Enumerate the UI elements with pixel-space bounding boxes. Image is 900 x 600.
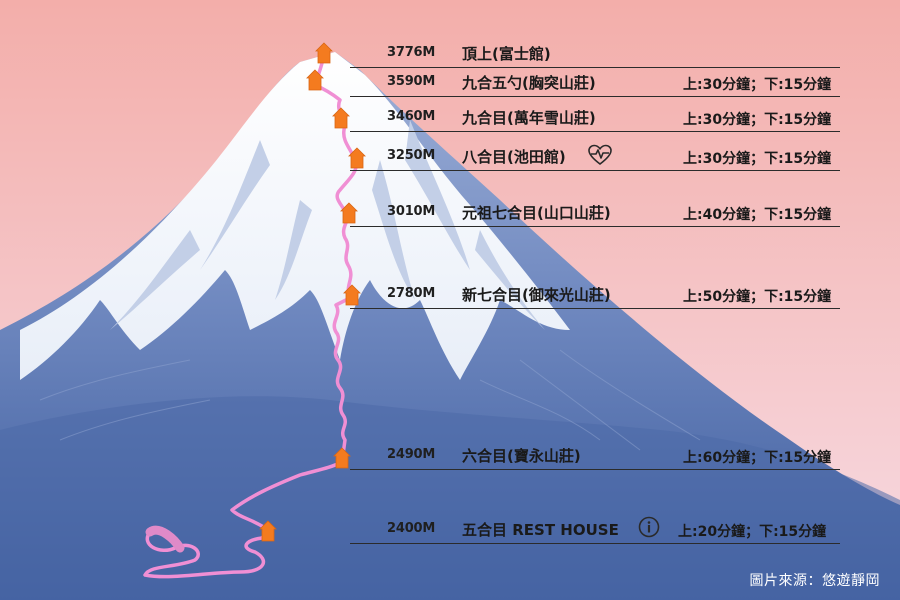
station-line: [350, 131, 840, 132]
station-altitude: 3250M: [387, 148, 436, 163]
station-marker: [340, 202, 358, 224]
station-marker: [343, 284, 361, 306]
station-altitude: 3776M: [387, 45, 436, 60]
station-line: [350, 469, 840, 470]
station-time: 上:50分鐘；下:15分鐘: [683, 289, 832, 305]
mountain-lower-shade: [0, 396, 900, 600]
station-altitude: 2490M: [387, 447, 436, 462]
station-time: 上:30分鐘；下:15分鐘: [683, 112, 832, 128]
station-marker: [259, 520, 277, 542]
station-altitude: 3010M: [387, 204, 436, 219]
station-marker: [315, 42, 333, 64]
snow-cap: [20, 52, 570, 380]
station-line: [350, 67, 840, 68]
station-marker: [306, 69, 324, 91]
station-time: 上:30分鐘；下:15分鐘: [683, 151, 832, 167]
station-altitude: 3460M: [387, 109, 436, 124]
station-altitude: 3590M: [387, 74, 436, 89]
station-name: 新七合目(御來光山莊): [462, 286, 611, 304]
station-name: 五合目 REST HOUSE: [462, 521, 619, 539]
station-marker: [332, 107, 350, 129]
station-line: [350, 308, 840, 309]
station-marker: [333, 447, 351, 469]
station-line: [350, 170, 840, 171]
info-icon: [638, 516, 660, 538]
station-time: 上:40分鐘；下:15分鐘: [683, 207, 832, 223]
snow-shadows: [110, 120, 545, 330]
station-marker: [348, 147, 366, 169]
station-altitude: 2780M: [387, 286, 436, 301]
trail-start-loop: [145, 525, 185, 553]
station-name: 六合目(寶永山莊): [462, 447, 581, 465]
station-markers: [259, 42, 366, 542]
station-time: 上:30分鐘；下:15分鐘: [683, 77, 832, 93]
station-name: 八合目(池田館): [462, 148, 566, 166]
image-credit: 圖片來源：悠遊靜岡: [749, 573, 880, 589]
station-line: [350, 543, 840, 544]
station-name: 九合五勺(胸突山莊): [462, 74, 596, 92]
station-time: 上:20分鐘；下:15分鐘: [678, 524, 827, 540]
station-altitude: 2400M: [387, 521, 436, 536]
station-name: 元祖七合目(山口山莊): [462, 204, 611, 222]
station-name: 九合目(萬年雪山莊): [462, 109, 596, 127]
station-time: 上:60分鐘；下:15分鐘: [683, 450, 832, 466]
slope-texture: [39, 349, 701, 451]
station-line: [350, 226, 840, 227]
heart-pulse-icon: [588, 144, 612, 166]
station-line: [350, 96, 840, 97]
station-name: 頂上(富士館): [462, 45, 551, 63]
